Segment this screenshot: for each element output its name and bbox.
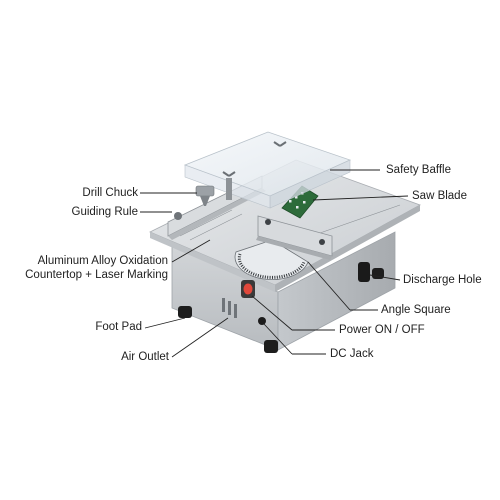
drill-chuck <box>195 185 215 206</box>
label-countertop-line1: Aluminum Alloy Oxidation <box>37 255 168 267</box>
discharge-hole <box>358 262 370 282</box>
label-foot-pad: Foot Pad <box>95 321 142 333</box>
leader-power <box>251 295 293 331</box>
label-saw-blade: Saw Blade <box>412 190 467 202</box>
label-drill-chuck: Drill Chuck <box>82 187 138 199</box>
label-angle-square: Angle Square <box>381 304 451 316</box>
leader-countertop <box>171 239 211 263</box>
label-countertop-line2: Countertop + Laser Marking <box>25 269 168 281</box>
safety-baffle <box>183 131 352 209</box>
angle-fence <box>256 215 333 260</box>
leader-lines <box>140 169 409 358</box>
leader-air-outlet <box>171 317 229 358</box>
power-button <box>241 280 255 298</box>
dc-jack <box>258 317 266 325</box>
leader-angle-square <box>307 261 351 311</box>
label-discharge-hole: Discharge Hole <box>403 274 482 286</box>
air-vents <box>222 298 237 318</box>
label-dc-jack: DC Jack <box>330 348 374 360</box>
label-guiding-rule: Guiding Rule <box>71 206 138 218</box>
foot-pad-left <box>178 306 192 318</box>
leader-foot-pad <box>144 317 186 329</box>
label-air-outlet: Air Outlet <box>121 351 169 363</box>
label-power-switch: Power ON / OFF <box>339 324 425 336</box>
leader-discharge-hole <box>369 274 401 281</box>
label-safety-baffle: Safety Baffle <box>386 164 451 176</box>
foot-pad-front <box>264 340 278 353</box>
leader-saw-blade <box>312 195 409 201</box>
leader-dc-jack <box>263 323 293 355</box>
